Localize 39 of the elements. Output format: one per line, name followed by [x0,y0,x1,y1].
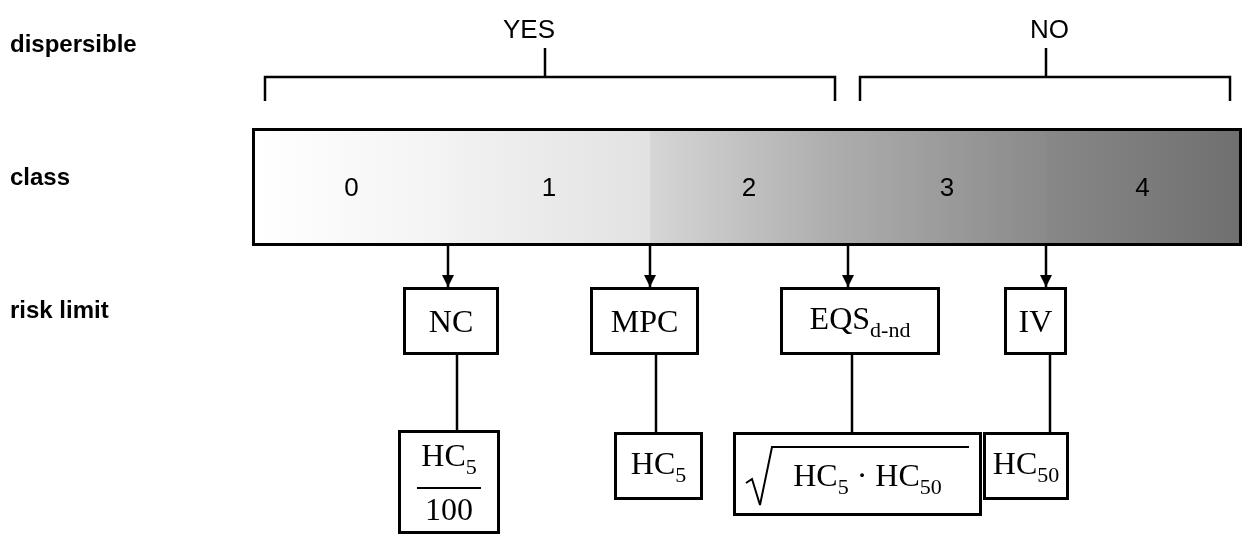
formula-box [398,430,500,534]
formula-text: HC$_{5}$ · HC$_{50}$ [793,456,942,500]
risk-limit-box [590,287,699,355]
formula-box [733,432,982,516]
class-segment [252,128,451,246]
arrow [1039,246,1053,287]
risk-limit-text: HC$_{5}$ [630,444,687,488]
side-label: risk limit [10,296,109,324]
risk-limit-text: HC$_{50}$ [992,444,1060,488]
arrow [643,246,657,287]
risk-limit-text: EQS$_{d-nd}$ [809,299,911,343]
risk-limit-box [403,287,499,355]
risk-limit-box [614,432,703,500]
group-label: YES [503,14,556,45]
risk-limit-text: IV [1018,302,1053,340]
side-label: dispersible [10,30,137,58]
risk-limit-box [1004,287,1067,355]
numerator-text: HC$_{5}$ [417,435,481,489]
class-segment [448,128,653,246]
class-number: 2 [741,171,757,203]
class-number: 1 [541,171,557,203]
risk-limit-text: MPC [610,302,679,340]
risk-limit-text: NC [428,302,474,340]
arrow [441,246,455,287]
class-number: 3 [939,171,955,203]
risk-limit-box [983,432,1069,500]
connector-line [850,355,854,432]
class-number: 4 [1135,171,1150,203]
class-segment [1046,128,1242,246]
class-number: 0 [344,171,359,203]
group-label: NO [1030,14,1069,45]
connector-line [654,355,658,432]
side-label: class [10,163,71,191]
denominator-text: 100 [425,490,473,529]
class-segment [650,128,851,246]
connector-line [455,355,459,430]
risk-limit-box [780,287,940,355]
connector-line [1048,355,1052,432]
arrow [841,246,855,287]
